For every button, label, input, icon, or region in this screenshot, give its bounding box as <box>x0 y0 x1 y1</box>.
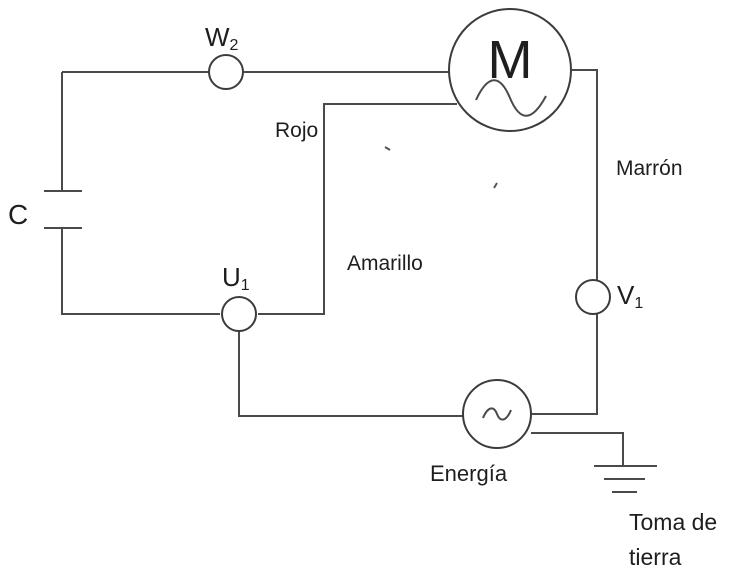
wire-brown <box>531 69 598 415</box>
motor: M <box>448 8 572 132</box>
ground-label-line1: Toma de <box>629 509 717 535</box>
wire-yellow-label: Amarillo <box>347 252 423 275</box>
wire-capacitor-left <box>61 72 220 315</box>
wire-brown-label: Marrón <box>616 157 683 180</box>
capacitor-label: C <box>8 199 28 230</box>
wire-ground <box>531 432 624 466</box>
terminal-u1-sub: 1 <box>241 277 250 294</box>
terminal-w2-label: W2 <box>205 22 239 54</box>
terminal-v1-letter: V <box>617 280 635 310</box>
stray-mark-1 <box>384 146 391 151</box>
motor-circle <box>448 8 572 132</box>
capacitor <box>44 190 82 229</box>
terminal-w2 <box>208 54 244 90</box>
terminal-u1 <box>221 296 257 332</box>
power-label: Energía <box>430 461 508 486</box>
terminal-u1-letter: U <box>222 262 241 292</box>
wires <box>61 69 624 466</box>
ground-icon <box>594 465 657 493</box>
wire-u-to-power <box>238 331 463 417</box>
terminal-v1-label: V1 <box>617 280 643 312</box>
power-source <box>462 379 532 449</box>
terminal-u1-label: U1 <box>222 262 250 294</box>
wire-red-label: Rojo <box>275 119 318 142</box>
motor-sine-icon <box>475 79 547 117</box>
wire-red <box>258 103 457 315</box>
terminal-w2-letter: W <box>205 22 230 52</box>
ground-label-line2: tierra <box>629 544 682 570</box>
stray-mark-2 <box>493 182 498 189</box>
terminal-v1 <box>575 279 611 315</box>
power-sine-icon <box>482 407 512 421</box>
terminal-w2-sub: 2 <box>230 37 239 54</box>
terminal-v1-sub: 1 <box>634 295 643 312</box>
